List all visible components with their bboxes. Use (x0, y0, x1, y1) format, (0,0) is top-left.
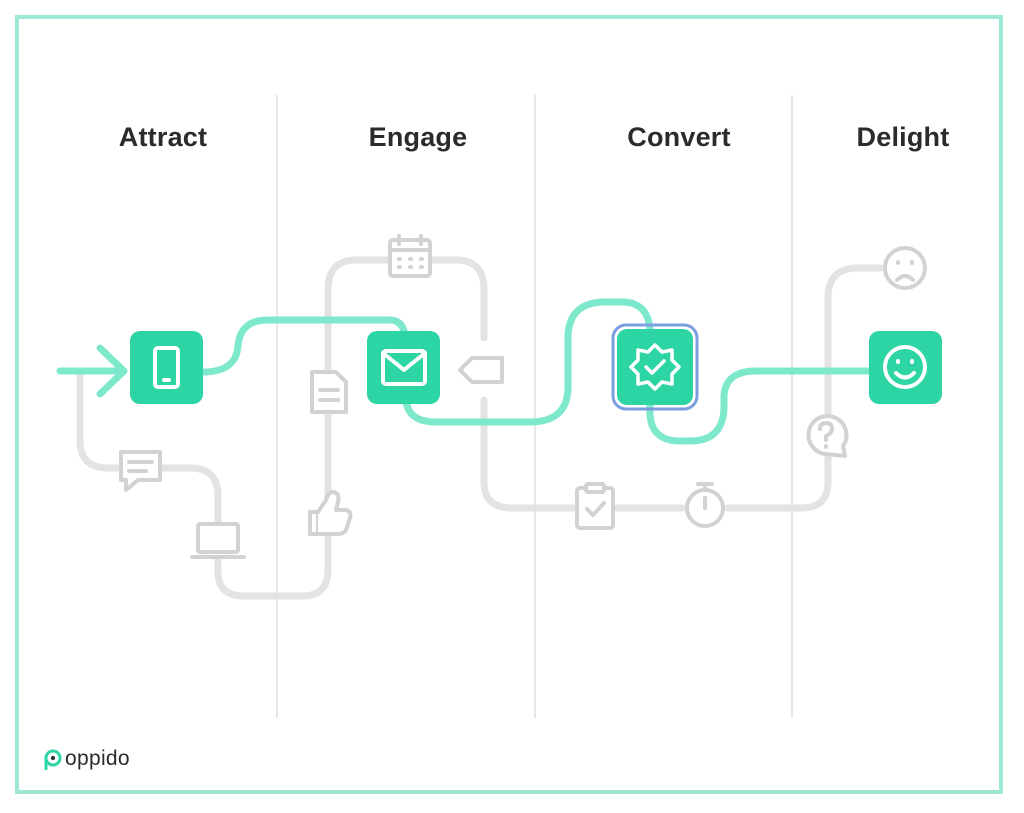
stage-title-delight: Delight (856, 122, 950, 152)
phone-node (130, 331, 203, 404)
convert-node (611, 323, 699, 411)
delight-node (869, 331, 942, 404)
selection-ring (611, 323, 699, 411)
main-path (56, 298, 874, 445)
faint-path-engage-left (324, 256, 392, 501)
brand-name: oppido (65, 747, 130, 770)
secondary-icons (119, 234, 927, 559)
brand-mark-icon (44, 749, 62, 770)
envelope-icon (381, 349, 427, 386)
brand-logo: oppido (42, 745, 130, 773)
faint-path-delight-upper (824, 264, 884, 420)
entry-arrowhead (96, 344, 128, 398)
verified-badge-icon (629, 343, 681, 391)
faint-paths (76, 256, 884, 600)
chat-bubble-icon (119, 450, 162, 492)
sad-face-icon (883, 246, 927, 290)
calendar-icon (388, 234, 432, 278)
email-node (367, 331, 440, 404)
stopwatch-icon (685, 482, 725, 528)
delight-node-bg (869, 331, 942, 404)
column-dividers (276, 95, 793, 718)
stage-title-convert: Convert (627, 122, 731, 152)
laptop-icon (190, 522, 246, 559)
smiley-face-icon (883, 345, 927, 389)
outer-frame (15, 15, 1003, 794)
thumbs-up-icon (308, 490, 353, 536)
convert-node-bg (617, 329, 693, 405)
document-icon (310, 370, 348, 414)
main-path-segment-1 (199, 298, 874, 445)
stage-title-engage: Engage (368, 122, 468, 152)
tag-icon (458, 356, 504, 384)
question-bubble-icon (806, 414, 849, 458)
clipboard-check-icon (575, 482, 615, 530)
faint-path-attract-lower (76, 370, 332, 600)
faint-path-engage-right (428, 256, 832, 512)
stage-title-attract: Attract (118, 122, 208, 152)
mobile-phone-icon (153, 346, 180, 389)
phone-node-bg (130, 331, 203, 404)
